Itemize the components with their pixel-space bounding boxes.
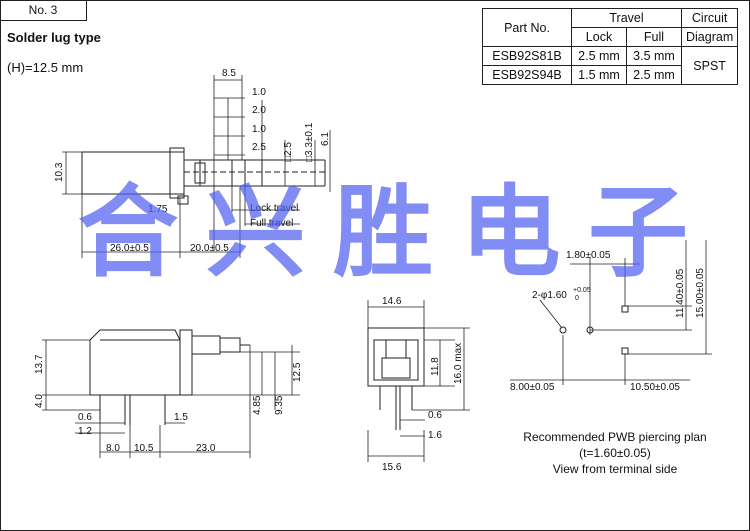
dim-1-80: 1.80±0.05	[566, 250, 611, 261]
dim-11-8: 11.8	[430, 357, 441, 376]
dim-4-0: 4.0	[34, 394, 45, 408]
lock-travel-label: Lock travel	[250, 203, 298, 214]
dim-14-6: 14.6	[382, 296, 402, 307]
dim-0-6: 0.6	[428, 410, 442, 421]
part-number: ESB92S81B	[482, 46, 572, 66]
header-full: Full	[626, 27, 682, 47]
dim-15-6: 15.6	[382, 462, 402, 473]
dim-15-00: 15.00±0.05	[695, 268, 706, 318]
header-circuit: Circuit	[680, 8, 739, 28]
dim-26-0: 26.0±0.5	[110, 243, 149, 254]
dim-23-0: 23.0	[196, 443, 216, 454]
dim-11-40: 11.40±0.05	[675, 268, 686, 318]
part-number: ESB92S94B	[482, 65, 572, 85]
pcb-note-thickness: (t=1.60±0.05)	[579, 446, 651, 460]
dim-10-50: 10.50±0.05	[630, 382, 680, 393]
dim-9-35: 9.35	[274, 395, 285, 415]
hole-diameter: 2-φ1.60	[532, 290, 567, 301]
dim-1-0: 1.0	[252, 124, 266, 135]
pcb-note-view: View from terminal side	[552, 462, 678, 476]
dim-12-5: 12.5	[292, 362, 303, 382]
dim-1-5: 1.5	[174, 412, 188, 423]
dim-2-5: 2.5	[252, 142, 266, 153]
hole-tol-minus: 0	[575, 295, 579, 302]
spec-table: Part No. Travel Circuit Lock Full Diagra…	[482, 8, 739, 85]
dim-16-max: 16.0 max	[453, 343, 464, 384]
lock-travel: 2.5 mm	[571, 46, 627, 66]
dim-1-75: 1.75	[148, 204, 168, 215]
header-part-no: Part No.	[482, 8, 572, 47]
dim-8-5: 8.5	[222, 68, 236, 79]
dim-square-3-3: □3.3±0.1	[304, 122, 315, 162]
figure-number: No. 3	[0, 0, 87, 21]
circuit-type: SPST	[680, 46, 739, 85]
dim-8-0: 8.0	[106, 443, 120, 454]
pcb-note-title: Recommended PWB piercing plan	[523, 430, 707, 444]
top-view-dimension-lines	[62, 75, 331, 258]
table-row: ESB92S81B 2.5 mm 3.5 mm SPST	[482, 46, 739, 85]
dim-1-0: 1.0	[252, 87, 266, 98]
dim-4-85: 4.85	[252, 395, 263, 415]
dim-0-6: 0.6	[78, 412, 92, 423]
dim-square-2-5: □2.5	[283, 142, 294, 162]
dim-10-3: 10.3	[54, 162, 65, 182]
side-view-dimension-lines	[42, 339, 300, 458]
front-view-outline	[367, 327, 425, 430]
dim-1-2: 1.2	[78, 426, 92, 437]
table-row: ESB92S94B 1.5 mm 2.5 mm	[482, 65, 738, 85]
dim-20-0: 20.0±0.5	[190, 243, 229, 254]
dim-13-7: 13.7	[34, 354, 45, 374]
dim-1-6: 1.6	[428, 430, 442, 441]
lock-travel: 1.5 mm	[571, 65, 627, 85]
full-travel: 2.5 mm	[626, 65, 682, 85]
dim-10-5: 10.5	[134, 443, 154, 454]
pcb-dimension-lines	[510, 240, 712, 385]
hole-tol-plus: +0.05	[573, 287, 591, 294]
side-view-outline	[89, 329, 250, 425]
dim-8-00: 8.00±0.05	[510, 382, 555, 393]
dim-6-1: 6.1	[320, 132, 331, 146]
dim-2-0: 2.0	[252, 105, 266, 116]
front-view-dimension-lines	[367, 300, 470, 462]
top-view-outline	[81, 147, 326, 205]
mount-type-label: Solder lug type	[7, 30, 101, 45]
height-note: (H)=12.5 mm	[7, 60, 84, 75]
full-travel-label: Full travel	[250, 218, 293, 229]
